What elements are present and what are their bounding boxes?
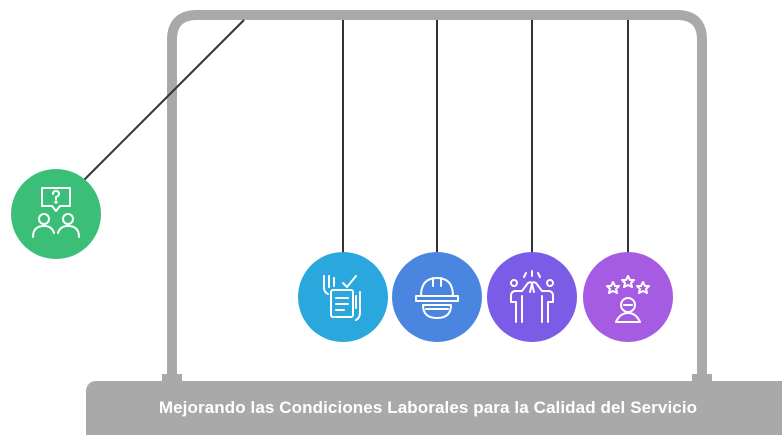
frame-foot-left bbox=[162, 374, 182, 382]
star-rating-person-icon bbox=[606, 275, 650, 323]
title-bar: Mejorando las Condiciones Laborales para… bbox=[86, 381, 782, 435]
ball-high-five bbox=[487, 252, 577, 342]
ball-checklist bbox=[298, 252, 388, 342]
safety-helmet-icon bbox=[415, 277, 459, 319]
frame-foot-right bbox=[692, 374, 712, 382]
cradle-frame bbox=[167, 10, 707, 379]
string-1 bbox=[79, 19, 245, 185]
checklist-hands-icon bbox=[323, 275, 361, 321]
ball-star-rating bbox=[583, 252, 673, 342]
high-five-icon bbox=[510, 270, 554, 323]
diagram-title: Mejorando las Condiciones Laborales para… bbox=[158, 398, 698, 417]
ball-safety-helmet bbox=[392, 252, 482, 342]
ball-customer-question bbox=[11, 169, 101, 259]
customer-question-icon bbox=[32, 187, 80, 238]
